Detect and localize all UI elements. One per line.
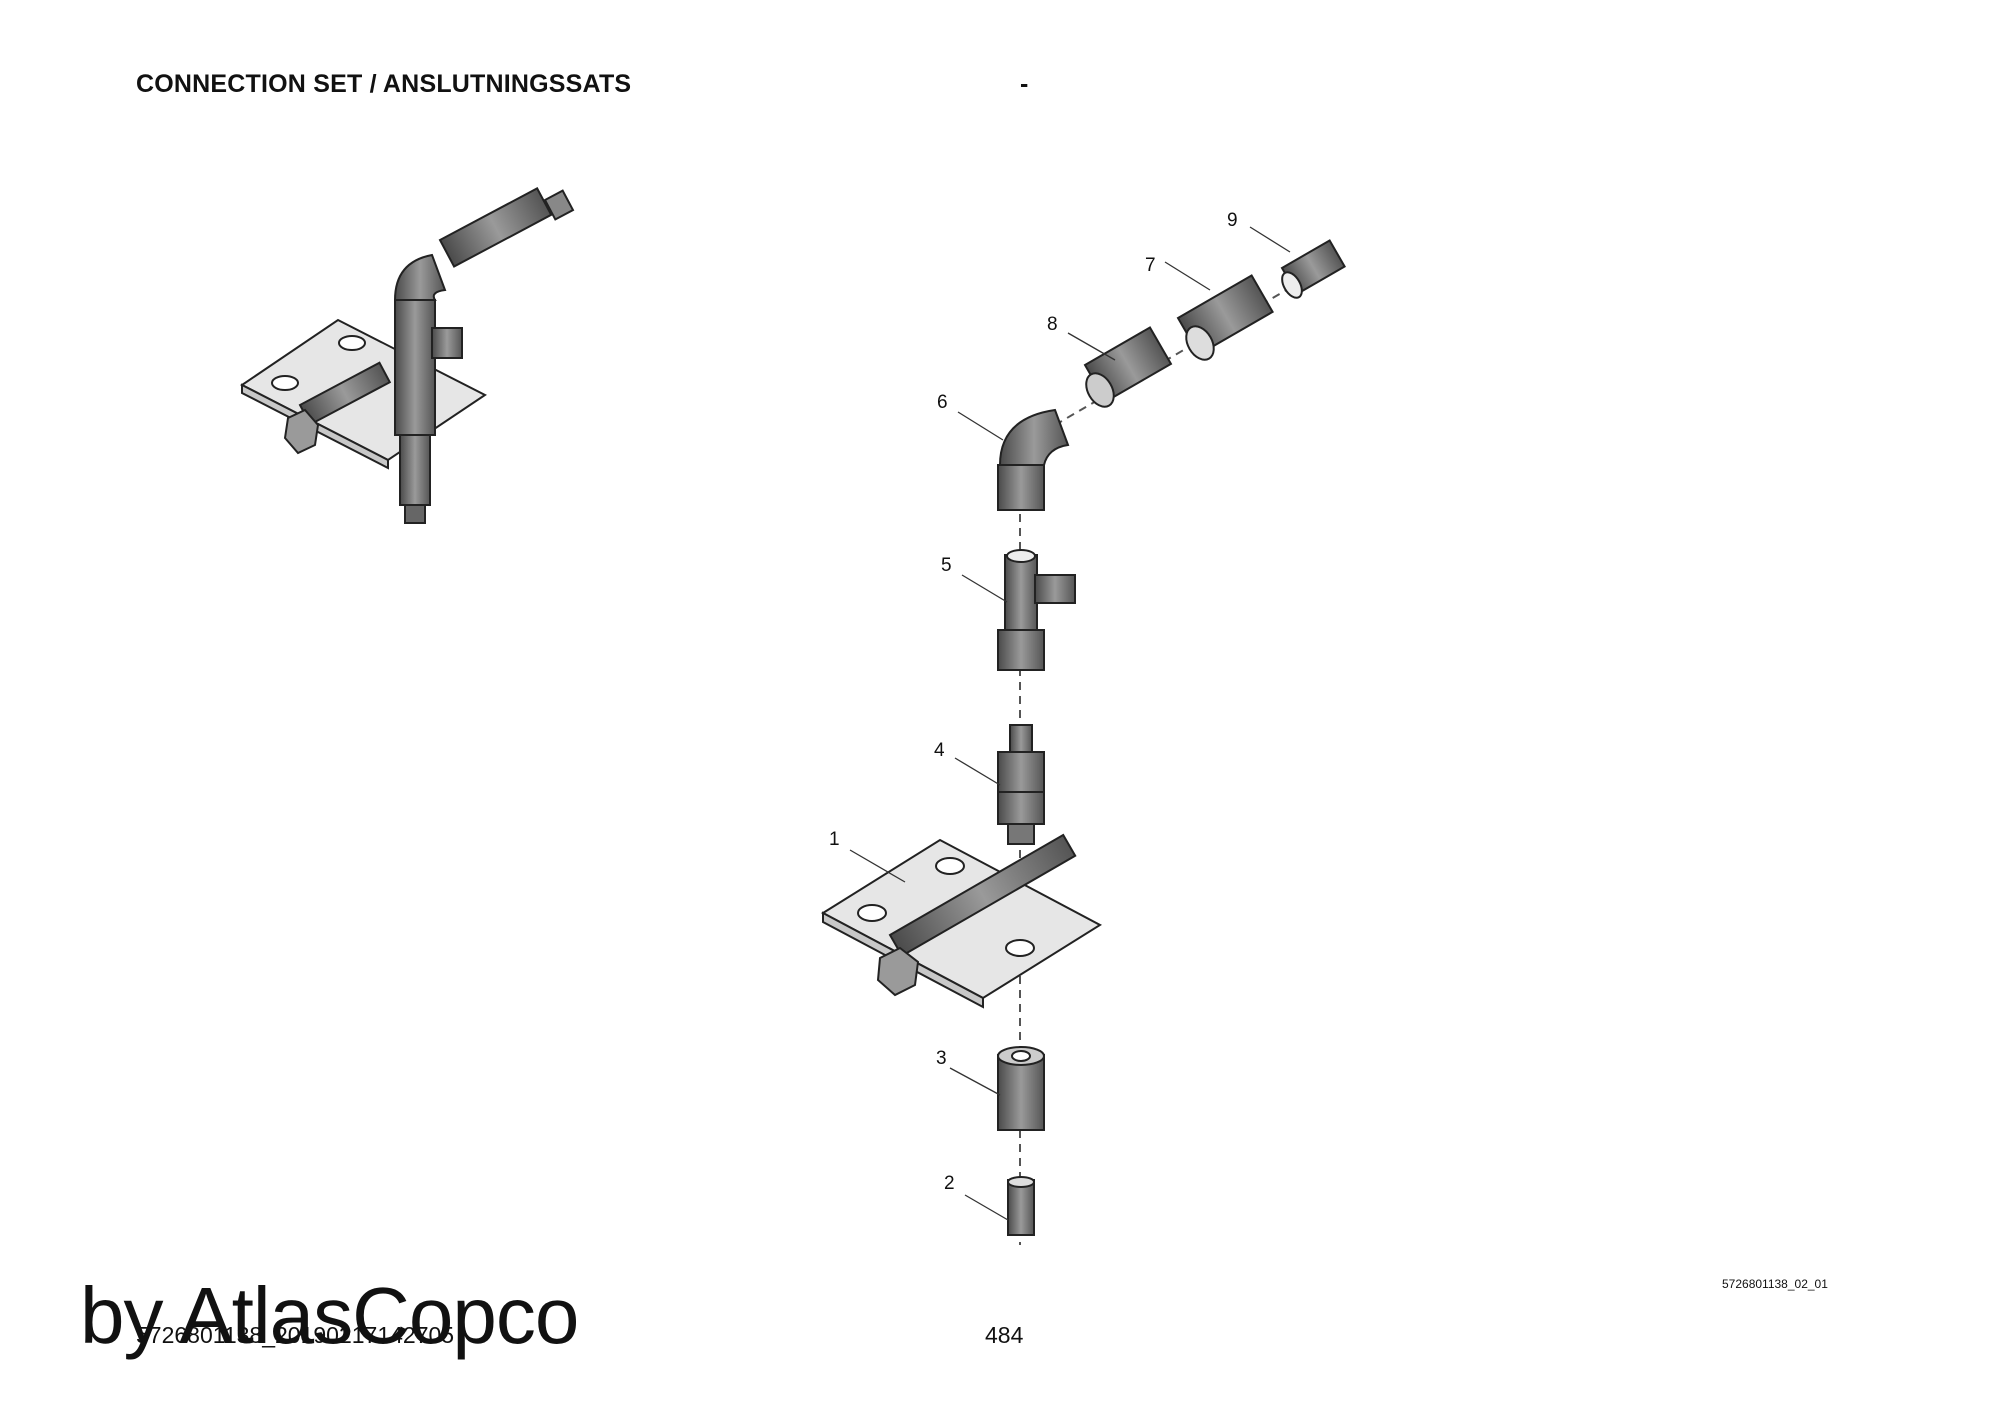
callout-2: 2 [944,1173,955,1194]
header-separator: - [1020,70,1029,98]
page-title: CONNECTION SET / ANSLUTNINGSSATS [136,70,632,98]
watermark: by AtlasCopco [80,1271,579,1360]
part-8-union [1083,326,1173,408]
callout-3: 3 [936,1048,947,1069]
part-4-union [997,724,1045,845]
callout-leaders [849,226,1291,1221]
callout-9: 9 [1227,210,1238,231]
part-1-plate [820,833,1103,1009]
part-2-nipple [1007,1176,1035,1236]
part-5-tee [997,549,1076,671]
document-id: 5726801138_20190217142705 [136,1322,455,1348]
callout-8: 8 [1047,314,1058,335]
assembled-view [240,187,575,524]
part-7-coupling [1176,274,1274,361]
part-3-coupling [997,1046,1045,1131]
callout-7: 7 [1145,255,1156,276]
part-6-elbow [997,408,1070,511]
callout-6: 6 [937,392,948,413]
part-9-nipple [1280,239,1346,299]
page-number: 484 [985,1322,1024,1348]
callout-1: 1 [829,829,840,850]
callout-4: 4 [934,740,945,761]
figure-reference: 5726801138_02_01 [1722,1277,1828,1291]
callout-5: 5 [941,555,952,576]
exploded-view [820,226,1346,1245]
